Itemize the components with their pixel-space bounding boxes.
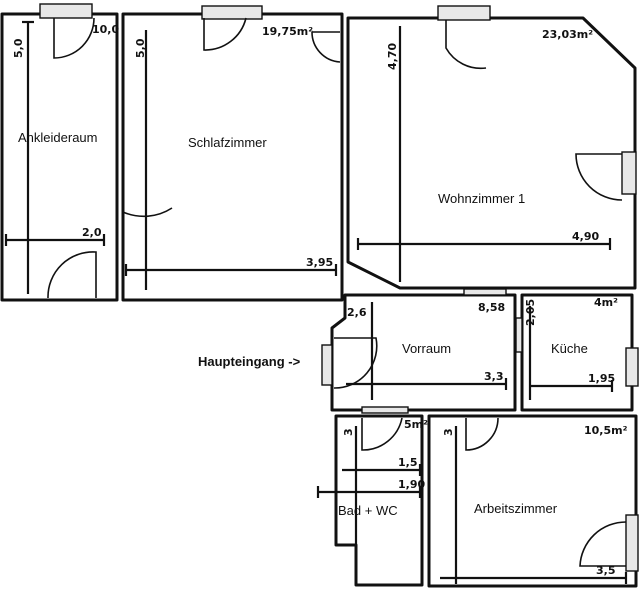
door-vorraum-entrance [333, 337, 378, 389]
wall-arbeitszimmer [427, 414, 638, 588]
room-name-schlafzimmer: Schlafzimmer [188, 135, 267, 150]
dim-wohnzimmer-width: 4,90 [572, 230, 599, 243]
room-name-bad: Bad + WC [338, 503, 398, 518]
wall-bad [334, 414, 424, 587]
door-ankleideraum-bottom [47, 251, 97, 299]
room-areas: 10,0 19,75m² 23,03m² 8,58 4m² 5m² 10,5m² [92, 23, 628, 437]
dim-bad-width-1: 1,5 [398, 456, 418, 469]
window-vorraum-top [463, 288, 507, 296]
room-name-ankleideraum: Ankleideraum [18, 130, 98, 145]
door-bad [361, 417, 403, 451]
dim-wohnzimmer-height: 4,70 [386, 43, 399, 70]
window-schlafzimmer [201, 5, 263, 20]
room-name-vorraum: Vorraum [402, 341, 451, 356]
area-arbeitszimmer: 10,5m² [584, 424, 628, 437]
wall-vorraum [330, 293, 517, 412]
room-name-arbeitszimmer: Arbeitszimmer [474, 501, 558, 516]
area-vorraum: 8,58 [478, 301, 505, 314]
room-name-kueche: Küche [551, 341, 588, 356]
room-name-wohnzimmer: Wohnzimmer 1 [438, 191, 525, 206]
dim-kueche-height: 2,05 [524, 299, 537, 326]
door-schlafzimmer-closet [311, 31, 341, 63]
window-kueche-left [515, 317, 523, 353]
dim-ankleideraum-width: 2,0 [82, 226, 102, 239]
area-kueche: 4m² [594, 296, 618, 309]
area-schlafzimmer: 19,75m² [262, 25, 313, 38]
dim-schlafzimmer-width: 3,95 [306, 256, 333, 269]
window-ankleideraum [39, 3, 93, 19]
windows [39, 3, 639, 572]
window-wohnzimmer-right [621, 151, 637, 195]
area-bad: 5m² [404, 418, 428, 431]
dim-bad-width-2: 1,90 [398, 478, 425, 491]
entrance-label: Haupteingang -> [198, 354, 301, 369]
door-schlafzimmer-top [203, 17, 247, 51]
dim-schlafzimmer-height: 5,0 [134, 38, 147, 58]
dim-bad-height: 3 [342, 428, 355, 436]
area-wohnzimmer: 23,03m² [542, 28, 593, 41]
door-arbeitszimmer-right [579, 521, 627, 567]
dimension-lines [4, 20, 628, 584]
window-vorraum-bottom [361, 406, 409, 414]
dim-vorraum-height: 2,6 [347, 306, 367, 319]
dim-arbeitszimmer-width: 3,5 [596, 564, 616, 577]
window-wohnzimmer-top [437, 5, 491, 21]
dimension-labels: 5,0 2,0 5,0 3,95 4,70 4,90 2,6 3,3 2,05 … [12, 38, 616, 577]
wall-wohnzimmer [346, 16, 637, 290]
dim-arbeitszimmer-height: 3 [442, 428, 455, 436]
room-labels: Ankleideraum Schlafzimmer Wohnzimmer 1 V… [18, 130, 588, 518]
door-ankleideraum-top [53, 17, 95, 59]
door-schlafzimmer-side [122, 160, 173, 218]
area-ankleideraum: 10,0 [92, 23, 119, 36]
dim-ankleideraum-height: 5,0 [12, 38, 25, 58]
door-wohnzimmer-top [445, 20, 487, 70]
window-arbeitszimmer [625, 514, 639, 572]
dim-vorraum-width: 3,3 [484, 370, 504, 383]
window-entrance [321, 344, 333, 386]
dim-kueche-width: 1,95 [588, 372, 615, 385]
door-arbeitszimmer-top [465, 417, 499, 451]
door-wohnzimmer-right [575, 153, 623, 201]
window-kueche [625, 347, 639, 387]
